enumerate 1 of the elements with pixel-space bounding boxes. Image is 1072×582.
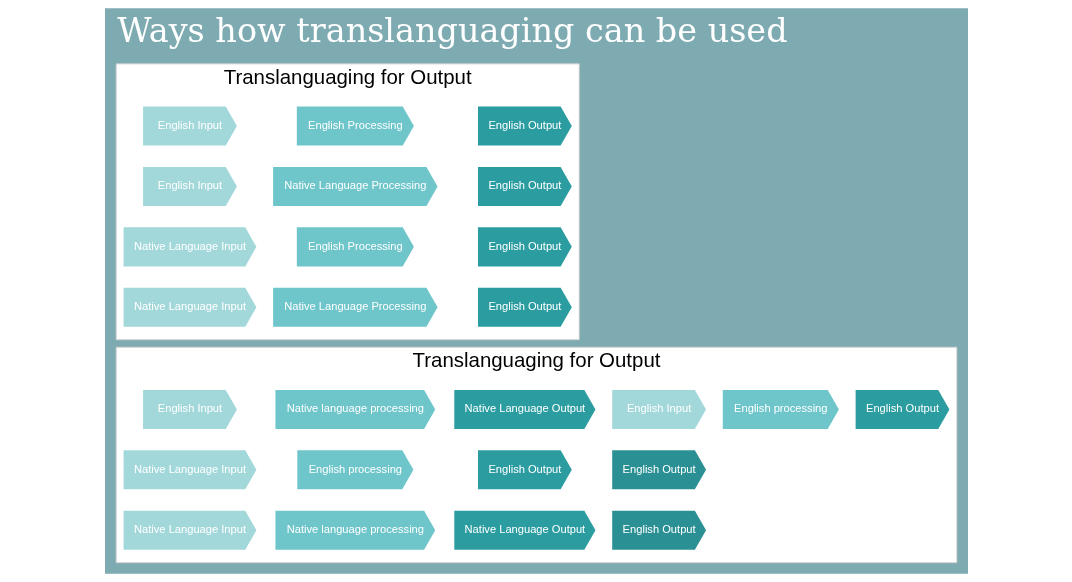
diagram-title: Ways how translanguaging can be used xyxy=(116,11,788,51)
